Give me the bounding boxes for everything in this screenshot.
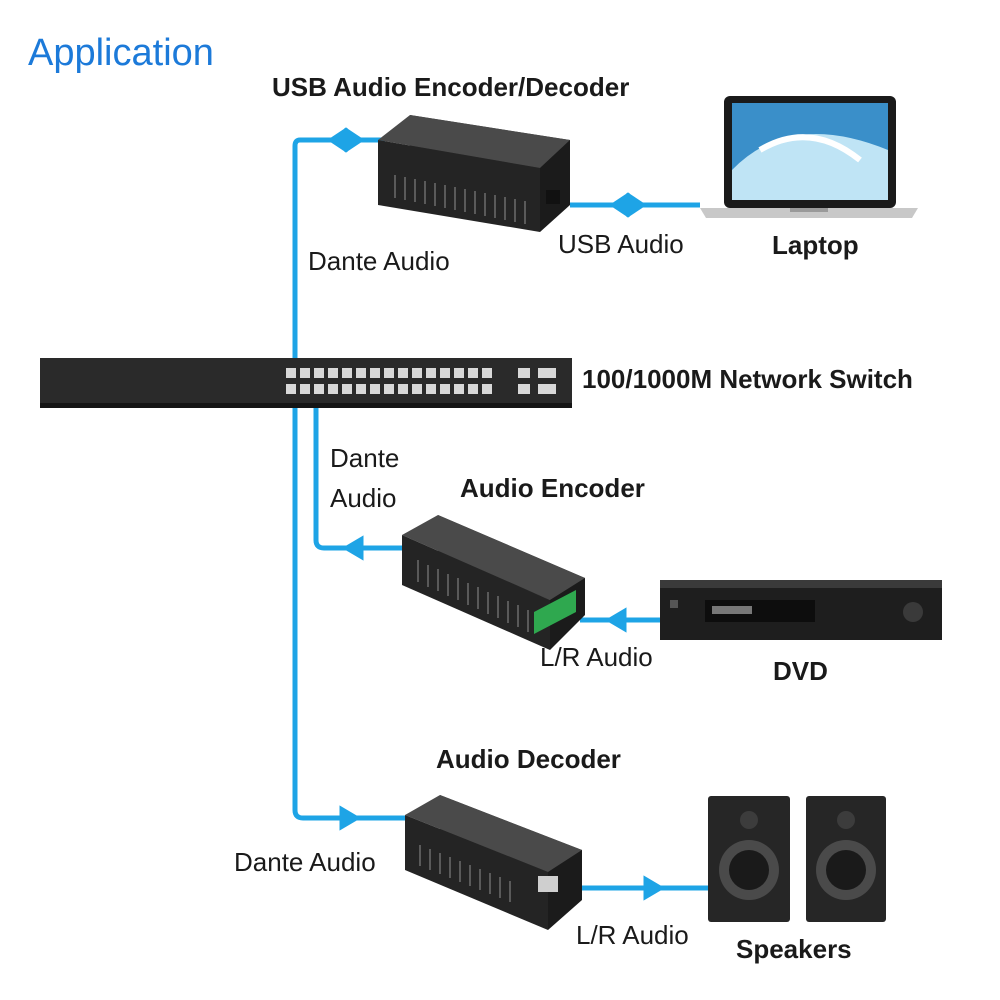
arrow-left-dvd [605, 607, 627, 633]
arrow-bidirectional-top [327, 127, 365, 153]
usb-encoder-decoder-device [378, 115, 570, 232]
link-label-dante-mid-1: Dante [330, 443, 400, 473]
link-switch-to-encoder [313, 405, 405, 551]
link-label-dante-bottom: Dante Audio [234, 847, 376, 877]
link-arrows [327, 127, 665, 901]
link-label-lr-audio-speakers: L/R Audio [576, 920, 689, 950]
audio-decoder-device [405, 795, 582, 930]
link-label-lr-audio-dvd: L/R Audio [540, 642, 653, 672]
link-usb-box-to-switch [292, 137, 385, 360]
dvd-label: DVD [773, 656, 828, 686]
dvd-device [660, 580, 942, 640]
terminal-block [534, 590, 576, 634]
arrow-right-decoder [339, 805, 361, 831]
laptop-label: Laptop [772, 230, 859, 260]
audio-decoder-label: Audio Decoder [436, 744, 621, 774]
speaker-left [708, 796, 790, 922]
link-label-usb-audio: USB Audio [558, 229, 684, 259]
speakers-label: Speakers [736, 934, 852, 964]
speaker-right [806, 796, 886, 922]
link-switch-to-decoder-bottom [292, 405, 405, 821]
network-switch-device [40, 358, 572, 408]
network-switch-label: 100/1000M Network Switch [582, 364, 913, 394]
usb-encoder-decoder-label: USB Audio Encoder/Decoder [272, 72, 630, 102]
diagram-title: Application [28, 32, 214, 74]
laptop-device [700, 96, 918, 218]
arrow-right-speakers [643, 875, 665, 901]
audio-encoder-label: Audio Encoder [460, 473, 645, 503]
link-label-dante-mid-2: Audio [330, 483, 397, 513]
speakers-device [708, 796, 886, 922]
arrow-left-encoder [342, 535, 364, 561]
rj45-port-icon [538, 876, 558, 892]
arrow-bidirectional-usb [609, 192, 647, 218]
audio-encoder-device [402, 515, 585, 650]
link-label-dante-top: Dante Audio [308, 246, 450, 276]
